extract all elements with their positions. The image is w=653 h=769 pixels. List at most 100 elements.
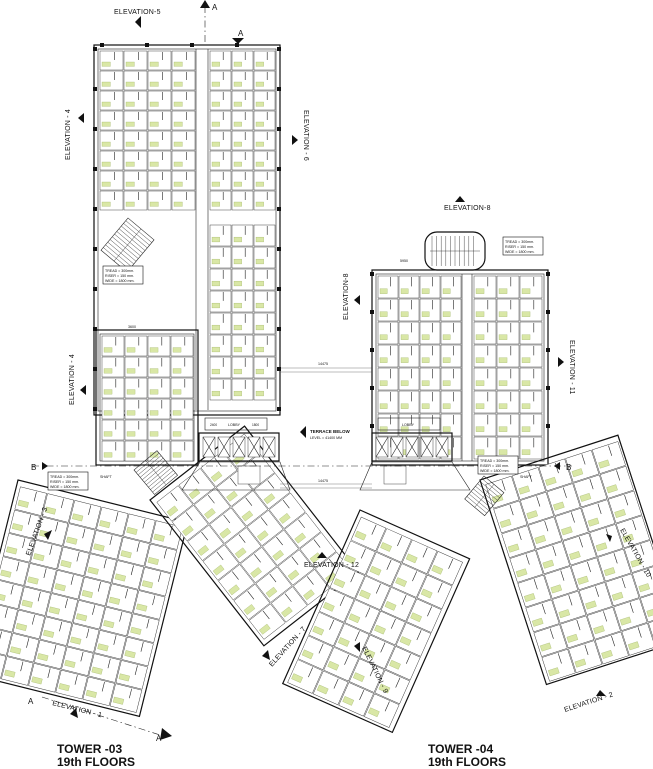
room <box>72 599 106 630</box>
room <box>255 566 293 603</box>
room-partition <box>422 547 428 558</box>
room <box>419 344 441 368</box>
stair-divider <box>145 460 167 486</box>
room-tag <box>301 649 314 660</box>
room <box>209 268 232 291</box>
room <box>395 622 432 657</box>
room-tag <box>37 653 49 661</box>
room-partition <box>380 642 386 653</box>
tower-04-title: TOWER -04 19th FLOORS <box>428 743 506 769</box>
room <box>440 321 462 345</box>
room-partition <box>557 653 562 664</box>
room-tag <box>173 81 183 87</box>
room <box>440 344 462 368</box>
room-tag <box>188 488 201 500</box>
room-partition <box>339 595 345 607</box>
room-tag <box>103 347 113 353</box>
stair-divider <box>474 484 495 508</box>
tower-03-title: TOWER -03 19th FLOORS <box>57 743 135 769</box>
room-partition <box>28 515 31 525</box>
room-tag <box>577 575 589 585</box>
dimension-texts: 14475 14475 3600 5950 2400 1800 <box>128 259 408 483</box>
room-tag <box>378 683 391 694</box>
room-partition <box>354 631 360 642</box>
tower-04-floor: 19th FLOORS <box>428 755 507 769</box>
room <box>147 190 172 211</box>
room-tag <box>233 161 242 167</box>
room <box>124 419 148 441</box>
room-tag <box>126 527 138 535</box>
room <box>28 663 61 693</box>
room-tag <box>498 426 508 432</box>
room-partition <box>637 627 642 638</box>
room <box>209 90 232 111</box>
room-partition <box>136 542 140 552</box>
room-partition <box>37 591 41 602</box>
room <box>99 70 124 91</box>
room <box>209 130 232 151</box>
room <box>293 569 330 606</box>
room <box>440 298 462 322</box>
room-tag <box>6 546 18 555</box>
room-tag <box>498 311 508 317</box>
room-tag <box>233 101 242 107</box>
room-partition <box>611 635 616 647</box>
room <box>365 551 402 587</box>
room-tag <box>211 368 220 375</box>
room <box>340 540 376 575</box>
room-tag <box>312 625 325 636</box>
room-tag <box>173 141 183 147</box>
room-tag <box>233 141 242 147</box>
room-tag <box>212 564 225 576</box>
room-tag <box>521 311 531 317</box>
room-tag <box>521 288 531 294</box>
room-partition <box>360 548 366 559</box>
room-tag <box>70 636 82 645</box>
room-tag <box>228 584 240 596</box>
room-tag <box>103 410 113 416</box>
elevation-11-label: ELEVATION - 11 <box>568 340 575 395</box>
room-partition <box>43 568 47 579</box>
room-tag <box>147 557 159 565</box>
room-partition <box>329 619 335 630</box>
room <box>440 390 462 414</box>
room <box>209 190 232 211</box>
room-tag <box>141 580 154 589</box>
tower-03-fan-wing <box>0 425 360 718</box>
room <box>34 639 67 670</box>
room-partition <box>216 551 224 561</box>
room-tag <box>571 468 584 478</box>
room-partition <box>101 681 105 692</box>
room <box>473 275 497 299</box>
room <box>270 586 308 623</box>
room-tag <box>255 390 264 397</box>
room-tag <box>118 673 130 682</box>
room-tag <box>233 368 242 375</box>
room <box>55 669 88 700</box>
room <box>8 509 42 540</box>
lobby-label-left: LOBBY <box>228 423 241 427</box>
room <box>359 634 396 670</box>
room-tag <box>255 324 264 331</box>
room-tag <box>136 603 148 612</box>
room-tag <box>638 583 650 593</box>
column <box>93 87 97 91</box>
room-tag <box>149 431 159 437</box>
room-partition <box>74 675 78 685</box>
room <box>2 533 36 563</box>
room-partition <box>584 644 589 655</box>
room-partition <box>125 588 129 599</box>
room-partition <box>412 571 418 582</box>
section-a-bottom: A <box>156 734 162 743</box>
room-tag <box>259 623 271 635</box>
room-tag <box>421 311 430 317</box>
room <box>67 623 100 653</box>
room-tag <box>85 690 97 698</box>
room-tag <box>250 567 262 578</box>
room-tag <box>389 659 401 670</box>
room-tag <box>421 403 430 409</box>
room <box>240 546 277 584</box>
room-tag <box>255 258 264 265</box>
room-tag <box>97 643 109 652</box>
lift-cross <box>202 436 216 458</box>
